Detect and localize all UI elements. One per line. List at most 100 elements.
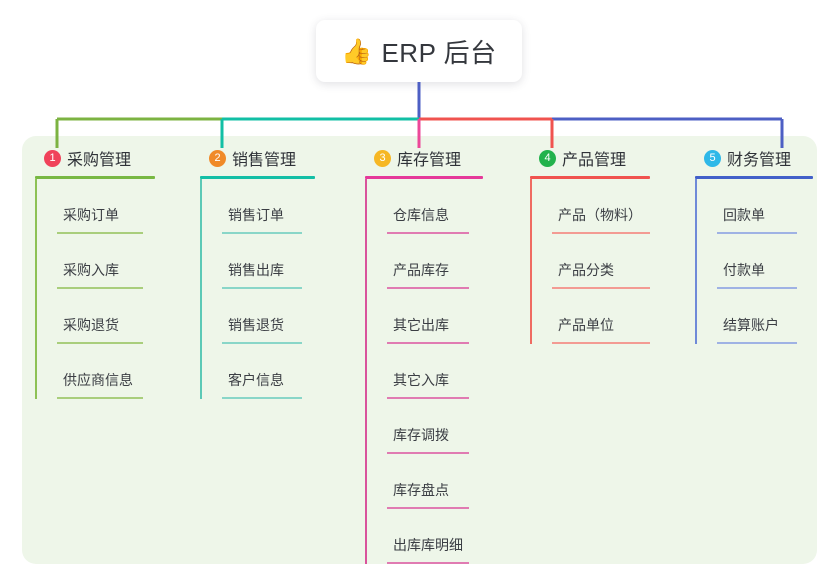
leaf-label: 销售出库 — [228, 262, 284, 278]
leaf-node[interactable]: 销售退货 — [222, 289, 358, 344]
branch-header-rule-5 — [695, 176, 813, 179]
leaf-rule — [387, 397, 469, 399]
leaf-rule — [57, 342, 143, 344]
leaf-label: 仓库信息 — [393, 207, 449, 223]
leaf-label: 产品（物料） — [558, 207, 642, 223]
branch-label-4: 产品管理 — [562, 152, 627, 169]
branch-label-3: 库存管理 — [397, 152, 462, 169]
branch-label-1: 采购管理 — [67, 152, 132, 169]
leaf-rule — [222, 342, 302, 344]
branch-spine-1 — [35, 179, 37, 399]
branch-header-4[interactable]: 4 产品管理 — [523, 146, 688, 170]
leaf-label: 客户信息 — [228, 372, 284, 388]
leaf-node[interactable]: 销售出库 — [222, 234, 358, 289]
branch-badge-2: 2 — [209, 149, 226, 167]
leaf-node[interactable]: 库存盘点 — [387, 454, 523, 509]
leaf-rule — [387, 562, 469, 564]
branch-header-3[interactable]: 3 库存管理 — [358, 146, 523, 170]
branch-column-3: 3 库存管理仓库信息产品库存其它出库其它入库库存调拨库存盘点出库库明细 — [358, 146, 523, 564]
leaf-rule — [717, 342, 797, 344]
leaf-node[interactable]: 产品单位 — [552, 289, 688, 344]
leaf-node[interactable]: 库存调拨 — [387, 399, 523, 454]
leaf-label: 销售退货 — [228, 317, 284, 333]
branches-panel — [22, 136, 817, 564]
leaf-rule — [222, 287, 302, 289]
leaf-node[interactable]: 仓库信息 — [387, 179, 523, 234]
leaf-label: 供应商信息 — [63, 372, 133, 388]
leaf-rule — [222, 397, 302, 399]
leaf-node[interactable]: 采购订单 — [57, 179, 193, 234]
leaf-label: 其它入库 — [393, 372, 449, 388]
branch-spine-2 — [200, 179, 202, 399]
leaf-rule — [57, 397, 143, 399]
branch-items-1: 采购订单采购入库采购退货供应商信息 — [35, 179, 193, 399]
branch-spine-5 — [695, 179, 697, 344]
branch-items-5: 回款单付款单结算账户 — [695, 179, 839, 344]
branch-badge-4: 4 — [539, 149, 556, 167]
leaf-node[interactable]: 结算账户 — [717, 289, 839, 344]
branch-label-2: 销售管理 — [232, 152, 297, 169]
leaf-node[interactable]: 其它入库 — [387, 344, 523, 399]
leaf-rule — [387, 232, 469, 234]
branch-column-1: 1 采购管理采购订单采购入库采购退货供应商信息 — [28, 146, 193, 399]
branch-header-rule-3 — [365, 176, 483, 179]
branch-header-5[interactable]: 5 财务管理 — [688, 146, 839, 170]
branch-column-2: 2 销售管理销售订单销售出库销售退货客户信息 — [193, 146, 358, 399]
branch-badge-3: 3 — [374, 149, 391, 167]
branch-header-2[interactable]: 2 销售管理 — [193, 146, 358, 170]
leaf-node[interactable]: 产品库存 — [387, 234, 523, 289]
branch-items-4: 产品（物料） 产品分类产品单位 — [530, 179, 688, 344]
branch-items-3: 仓库信息产品库存其它出库其它入库库存调拨库存盘点出库库明细 — [365, 179, 523, 564]
leaf-rule — [552, 342, 650, 344]
root-node-title: ERP 后台 — [381, 37, 497, 68]
branch-header-1[interactable]: 1 采购管理 — [28, 146, 193, 170]
leaf-node[interactable]: 出库库明细 — [387, 509, 523, 564]
leaf-label: 库存调拨 — [393, 427, 449, 443]
leaf-node[interactable]: 其它出库 — [387, 289, 523, 344]
leaf-rule — [387, 507, 469, 509]
leaf-node[interactable]: 付款单 — [717, 234, 839, 289]
leaf-label: 销售订单 — [228, 207, 284, 223]
leaf-node[interactable]: 销售订单 — [222, 179, 358, 234]
branch-badge-5: 5 — [704, 149, 721, 167]
leaf-rule — [222, 232, 302, 234]
leaf-node[interactable]: 采购入库 — [57, 234, 193, 289]
leaf-rule — [387, 452, 469, 454]
leaf-rule — [387, 287, 469, 289]
leaf-node[interactable]: 供应商信息 — [57, 344, 193, 399]
branch-spine-4 — [530, 179, 532, 344]
branch-spine-3 — [365, 179, 367, 564]
leaf-node[interactable]: 回款单 — [717, 179, 839, 234]
leaf-rule — [387, 342, 469, 344]
branch-header-rule-4 — [530, 176, 650, 179]
branch-column-4: 4 产品管理产品（物料） 产品分类产品单位 — [523, 146, 688, 344]
leaf-rule — [57, 232, 143, 234]
leaf-label: 出库库明细 — [393, 537, 463, 553]
branch-header-rule-2 — [200, 176, 315, 179]
leaf-node[interactable]: 采购退货 — [57, 289, 193, 344]
leaf-rule — [57, 287, 143, 289]
leaf-node[interactable]: 客户信息 — [222, 344, 358, 399]
leaf-label: 采购退货 — [63, 317, 119, 333]
leaf-rule — [552, 232, 650, 234]
leaf-label: 库存盘点 — [393, 482, 449, 498]
leaf-node[interactable]: 产品（物料） — [552, 179, 688, 234]
leaf-label: 回款单 — [723, 207, 765, 223]
leaf-label: 采购入库 — [63, 262, 119, 278]
leaf-node[interactable]: 产品分类 — [552, 234, 688, 289]
leaf-label: 产品单位 — [558, 317, 614, 333]
leaf-label: 产品库存 — [393, 262, 449, 278]
leaf-label: 采购订单 — [63, 207, 119, 223]
leaf-rule — [717, 232, 797, 234]
leaf-label: 其它出库 — [393, 317, 449, 333]
thumbs-up-icon: 👍 — [341, 36, 373, 66]
root-node[interactable]: 👍 ERP 后台 — [316, 20, 522, 82]
leaf-label: 付款单 — [723, 262, 765, 278]
leaf-rule — [552, 287, 650, 289]
branch-label-5: 财务管理 — [727, 152, 792, 169]
leaf-label: 结算账户 — [723, 317, 779, 333]
leaf-rule — [717, 287, 797, 289]
leaf-label: 产品分类 — [558, 262, 614, 278]
branch-badge-1: 1 — [44, 149, 61, 167]
